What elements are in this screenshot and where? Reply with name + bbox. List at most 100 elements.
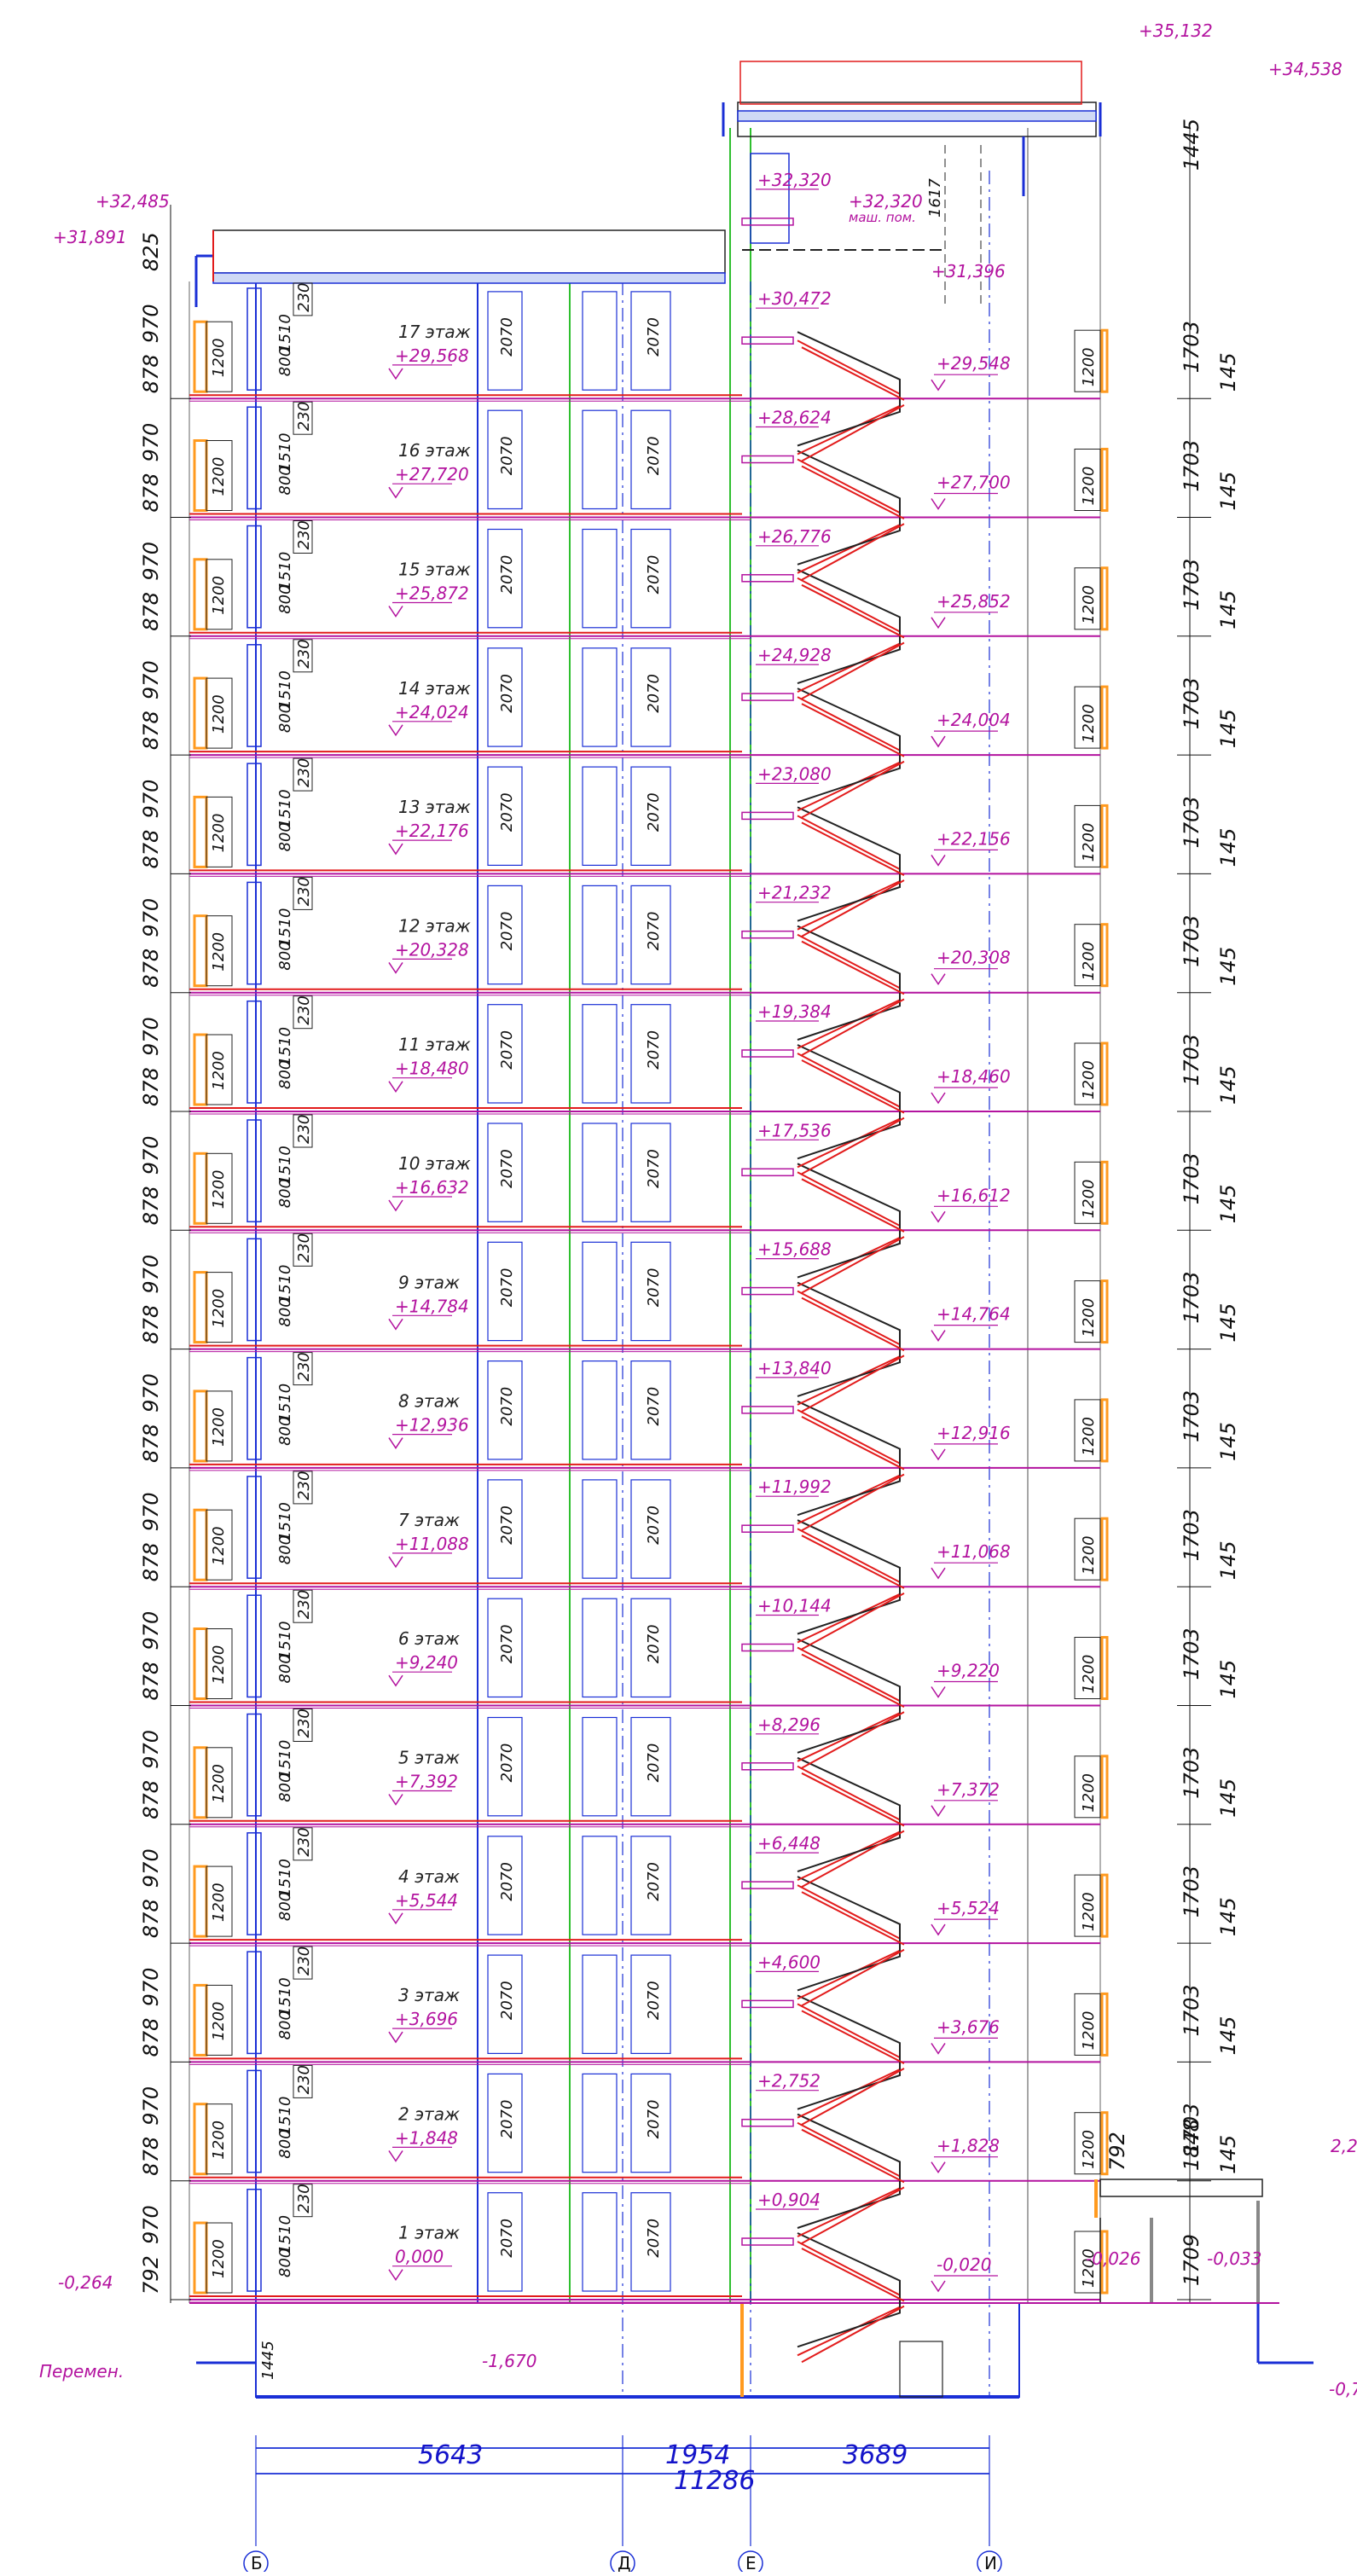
right-dim-floor-13: 1703 xyxy=(1180,796,1203,848)
left-lintel-dim-5: 230 xyxy=(295,1709,313,1738)
right-sill-dim-5: 1200 xyxy=(1080,1773,1098,1813)
landing-elevation-10: +17,536 xyxy=(757,1120,832,1140)
machine-room-insulation xyxy=(737,110,1097,122)
left-window-frame-1 xyxy=(206,2222,233,2294)
lintel-box-16 xyxy=(293,401,313,435)
left-head-dim-9: 1510 xyxy=(276,1264,294,1303)
floor-elevation-11: +18,480 xyxy=(395,1059,469,1079)
right-dim-slab-10: 145 xyxy=(1216,1184,1240,1223)
lintel-box-14 xyxy=(293,639,313,673)
right-dim-slab-9: 145 xyxy=(1216,1303,1240,1343)
left-dim-upper-15: 970 xyxy=(139,542,163,581)
right-dim-slab-4: 145 xyxy=(1216,1897,1240,1936)
door-a-5 xyxy=(487,1716,523,1817)
door-c-dim-17: 2070 xyxy=(645,317,663,357)
right-dim-floor-2: 1703 xyxy=(1180,2103,1203,2155)
left-lower-dim-12: 800 xyxy=(276,941,294,970)
lintel-box-7 xyxy=(293,1471,313,1505)
left-window-frame-7 xyxy=(206,1509,233,1581)
right-window-glazing-10 xyxy=(1100,1160,1109,1225)
door-c-6 xyxy=(630,1598,671,1698)
landing-slab-6 xyxy=(741,1643,794,1652)
right-level-mark-8 xyxy=(931,1448,946,1461)
landing-slab-17 xyxy=(741,336,794,345)
floor-level-mark-11 xyxy=(388,1081,403,1094)
right-window-glazing-8 xyxy=(1100,1398,1109,1463)
right-window-17 xyxy=(1074,329,1101,392)
right-sill-dim-13: 1200 xyxy=(1080,823,1098,862)
left-lower-dim-14: 800 xyxy=(276,704,294,733)
left-dim-upper-3: 970 xyxy=(139,1968,163,2007)
door-a-9 xyxy=(487,1241,523,1342)
left-dim-band-6: 878 xyxy=(139,1662,163,1701)
right-window-glazing-4 xyxy=(1100,1873,1109,1938)
floor-level-mark-1 xyxy=(388,2269,403,2282)
door-b-1 xyxy=(582,2192,618,2292)
left-dim-upper-16: 970 xyxy=(139,423,163,462)
left-column-6 xyxy=(246,1594,262,1698)
right-sill-dim-16: 1200 xyxy=(1080,467,1098,506)
floor-name-11: 11 этаж xyxy=(398,1035,471,1055)
right-sill-dim-9: 1200 xyxy=(1080,1298,1098,1337)
right-window-4 xyxy=(1074,1874,1101,1937)
flight-a-14 xyxy=(797,696,901,751)
railing-13 xyxy=(797,806,901,922)
right-dim-slab-17: 145 xyxy=(1216,352,1240,392)
left-column-3 xyxy=(246,1951,262,2055)
door-c-7 xyxy=(630,1479,671,1579)
floor-level-mark-13 xyxy=(388,843,403,856)
left-dim-band-16: 878 xyxy=(139,473,163,513)
floor-level-mark-9 xyxy=(388,1318,403,1331)
left-sill-dim-16: 1200 xyxy=(210,457,228,496)
left-lintel-dim-11: 230 xyxy=(295,995,313,1024)
door-b-13 xyxy=(582,766,618,866)
door-c-dim-15: 2070 xyxy=(645,555,663,595)
right-dim-slab-16: 145 xyxy=(1216,472,1240,511)
landing-elevation-8: +13,840 xyxy=(757,1358,832,1378)
door-b-4 xyxy=(582,1836,618,1935)
left-dim-upper-12: 970 xyxy=(139,898,163,937)
landing-elevation-16: +28,624 xyxy=(757,408,832,428)
flight-a-3 xyxy=(797,2003,901,2058)
right-window-glazing-1 xyxy=(1100,2230,1109,2295)
door-a-dim-7: 2070 xyxy=(498,1506,516,1545)
left-column-2 xyxy=(246,2069,262,2173)
landing-elevation-1: +0,904 xyxy=(757,2190,821,2210)
lintel-box-9 xyxy=(293,1233,313,1267)
flight-a-1 xyxy=(797,2241,901,2296)
left-head-dim-14: 1510 xyxy=(276,670,294,710)
right-dim-slab-6: 145 xyxy=(1216,1660,1240,1699)
door-b-2 xyxy=(582,2073,618,2173)
right-floor-elevation-6: +9,220 xyxy=(937,1661,1000,1681)
flight-a2-4 xyxy=(801,1891,905,1946)
flight-a-10 xyxy=(797,1171,901,1227)
flight-a-15 xyxy=(797,577,901,633)
door-a-17 xyxy=(487,291,523,391)
floor-elevation-12: +20,328 xyxy=(395,939,469,960)
railing-11 xyxy=(797,1044,901,1160)
left-dim-upper-14: 970 xyxy=(139,660,163,699)
flight-b-5 xyxy=(797,1830,901,1882)
left-dim-upper-8: 970 xyxy=(139,1373,163,1413)
door-c-dim-4: 2070 xyxy=(645,1862,663,1901)
right-sill-dim-4: 1200 xyxy=(1080,1892,1098,1931)
left-window-frame-12 xyxy=(206,915,233,987)
floor-elevation-15: +25,872 xyxy=(395,583,469,604)
bottom-total: 11286 xyxy=(674,2466,755,2496)
left-head-dim-6: 1510 xyxy=(276,1621,294,1660)
right-ground-elevation-2: -0,033 xyxy=(1207,2248,1261,2269)
door-c-5 xyxy=(630,1716,671,1817)
floor-level-mark-5 xyxy=(388,1794,403,1806)
floor-name-4: 4 этаж xyxy=(398,1866,460,1887)
floor-elevation-10: +16,632 xyxy=(395,1177,469,1198)
left-window-frame-9 xyxy=(206,1272,233,1343)
left-column-12 xyxy=(246,881,262,985)
left-sill-dim-8: 1200 xyxy=(210,1407,228,1447)
floor-level-mark-6 xyxy=(388,1674,403,1687)
left-sill-dim-12: 1200 xyxy=(210,932,228,972)
left-head-dim-1: 1510 xyxy=(276,2215,294,2254)
floor-name-2: 2 этаж xyxy=(398,2103,460,2124)
right-floor-elevation-16: +27,700 xyxy=(937,473,1011,493)
landing-slab-18 xyxy=(741,218,794,226)
right-level-mark-4 xyxy=(931,1923,946,1936)
